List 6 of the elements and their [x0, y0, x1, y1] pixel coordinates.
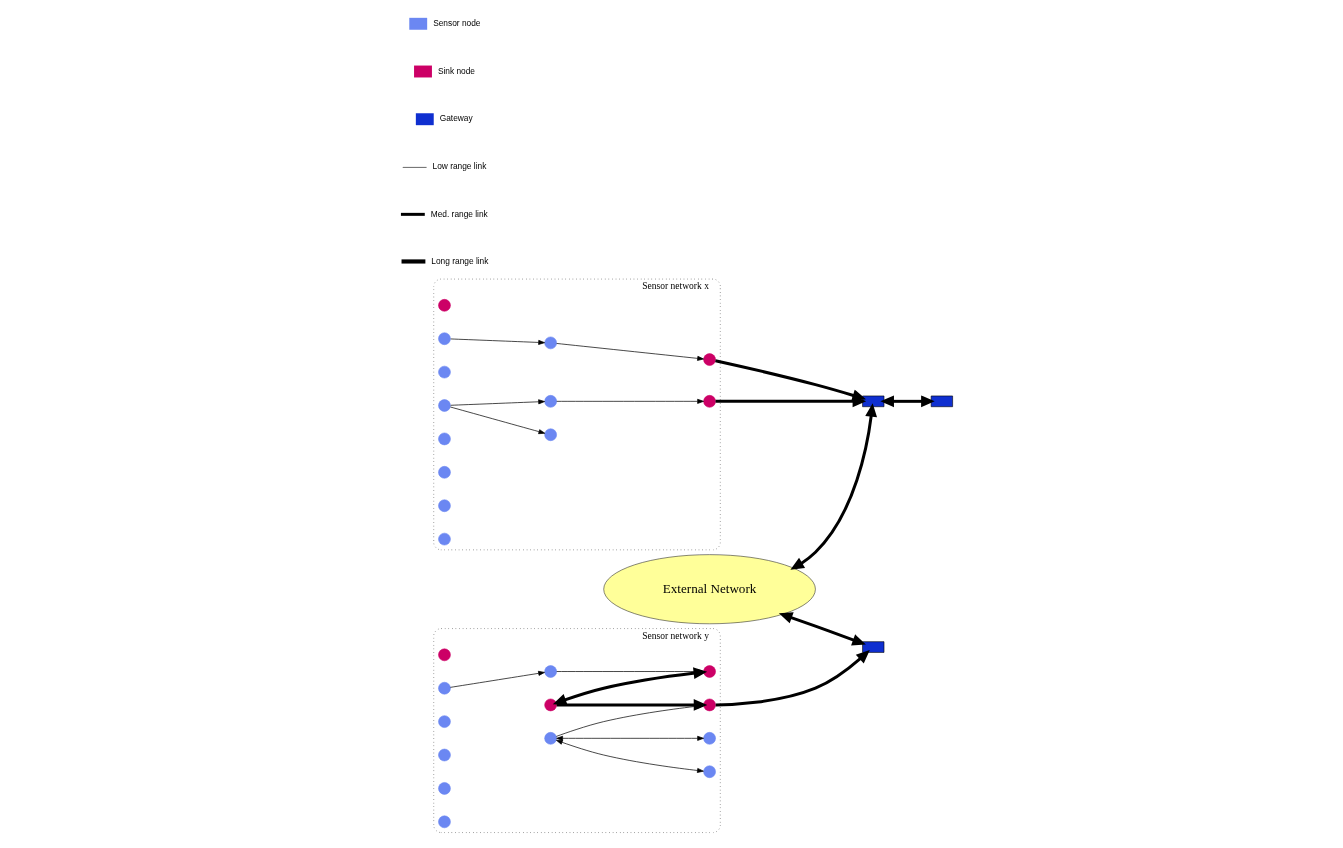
legend-label: Gateway: [439, 113, 473, 124]
legend-label: Sink node: [437, 65, 475, 76]
legend-label: Med. range link: [430, 208, 488, 219]
legend-label: Sensor node: [432, 18, 480, 28]
legend-label: Low range link: [432, 161, 486, 172]
legend-label: Long range link: [430, 255, 488, 266]
